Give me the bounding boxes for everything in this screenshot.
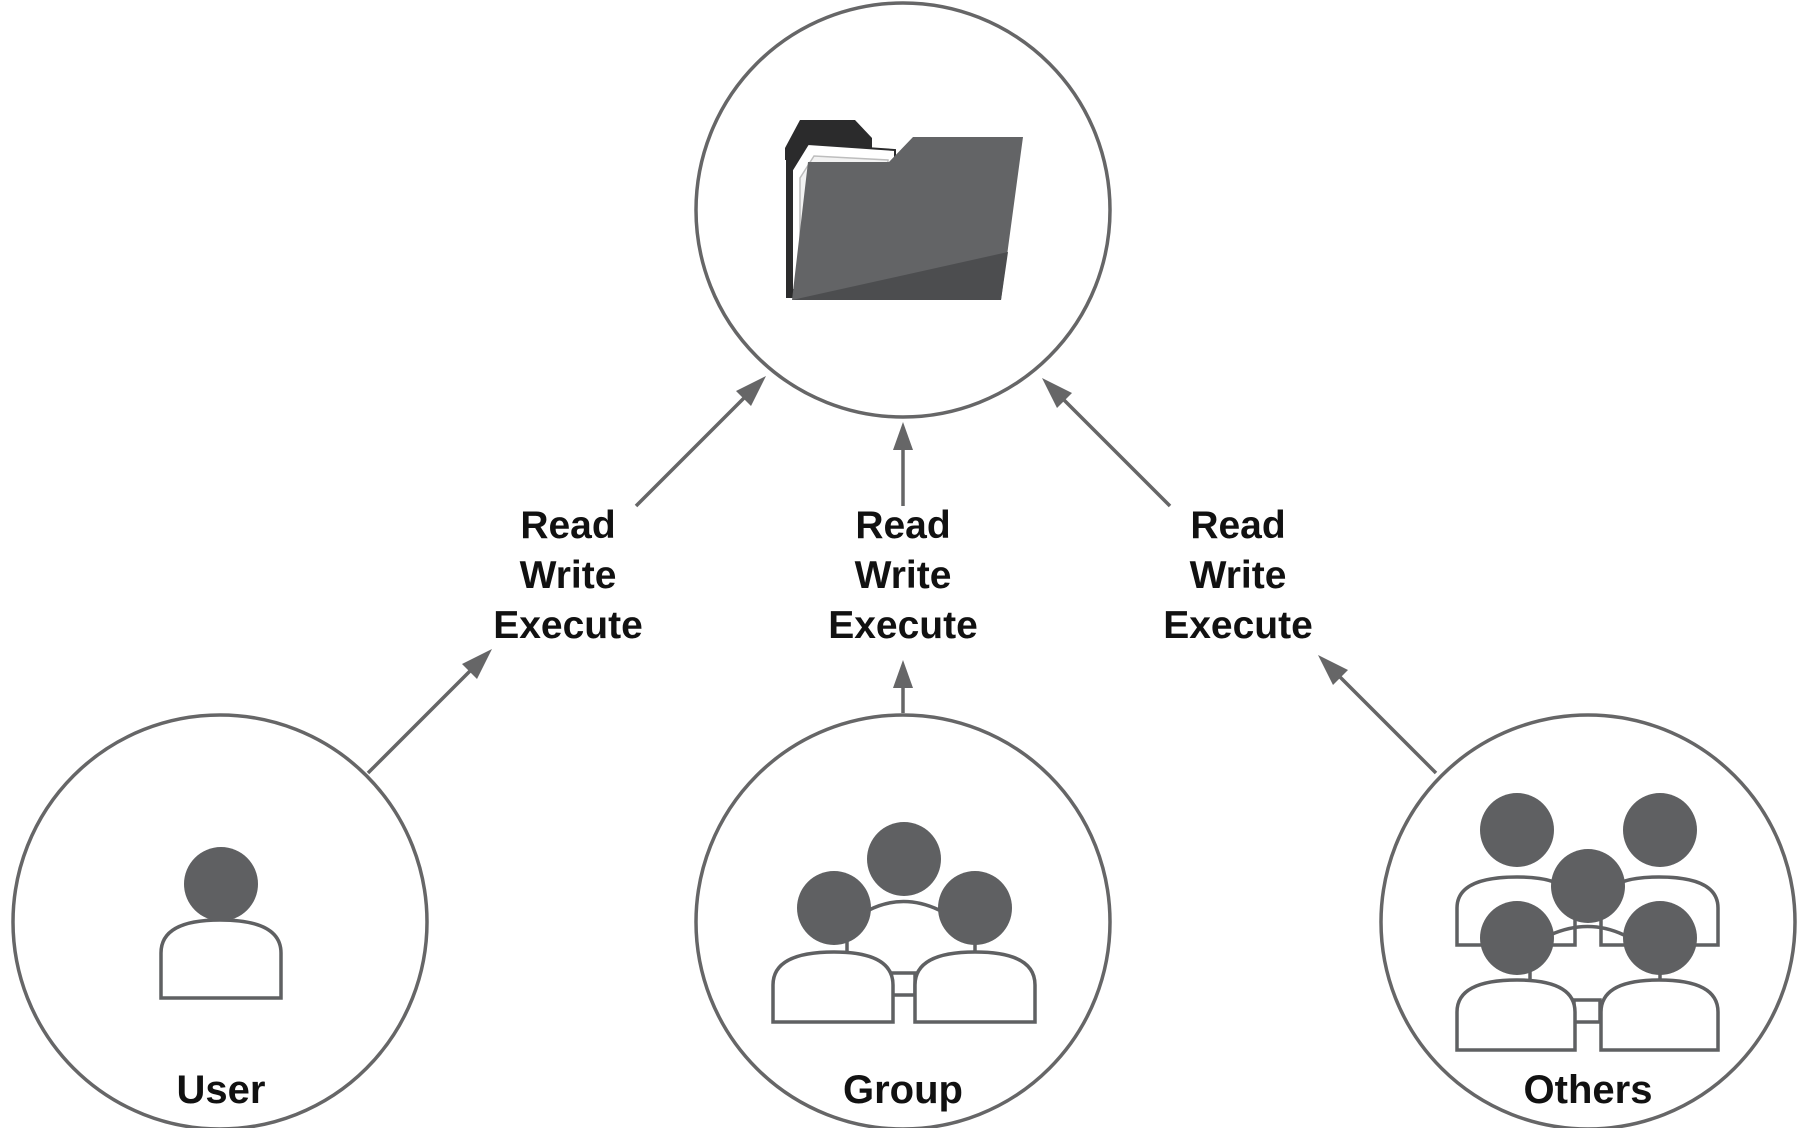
role-label-user: User bbox=[177, 1068, 266, 1112]
permission-execute: Execute bbox=[1163, 604, 1313, 647]
permission-read: Read bbox=[520, 504, 615, 547]
group-people-icon bbox=[771, 822, 1037, 1024]
arrow-group-to-labels bbox=[893, 660, 913, 713]
resource-node bbox=[694, 1, 1112, 419]
arrow-user-to-labels bbox=[366, 649, 492, 775]
arrow-others-to-labels bbox=[1318, 655, 1438, 775]
arrow-labels-to-folder-center bbox=[893, 422, 913, 506]
folder-icon bbox=[785, 120, 1023, 300]
permission-execute: Execute bbox=[493, 604, 643, 647]
permission-execute: Execute bbox=[828, 604, 978, 647]
role-node-user: User bbox=[11, 713, 429, 1128]
role-label-others: Others bbox=[1524, 1068, 1653, 1112]
permission-read: Read bbox=[1190, 504, 1285, 547]
arrow-labels-to-folder-left bbox=[634, 376, 766, 508]
role-node-others: Others bbox=[1379, 713, 1797, 1128]
arrow-labels-to-folder-right bbox=[1042, 378, 1172, 508]
many-people-icon bbox=[1455, 793, 1720, 1052]
permission-write: Write bbox=[1190, 554, 1287, 597]
permissions-user: Read Write Execute bbox=[493, 504, 643, 647]
permissions-group: Read Write Execute bbox=[828, 504, 978, 647]
permission-write: Write bbox=[520, 554, 617, 597]
role-label-group: Group bbox=[843, 1068, 963, 1112]
role-node-group: Group bbox=[694, 713, 1112, 1128]
single-person-icon bbox=[159, 847, 283, 1000]
permissions-others: Read Write Execute bbox=[1163, 504, 1313, 647]
permission-read: Read bbox=[855, 504, 950, 547]
group-circle bbox=[694, 713, 1112, 1128]
permission-write: Write bbox=[855, 554, 952, 597]
